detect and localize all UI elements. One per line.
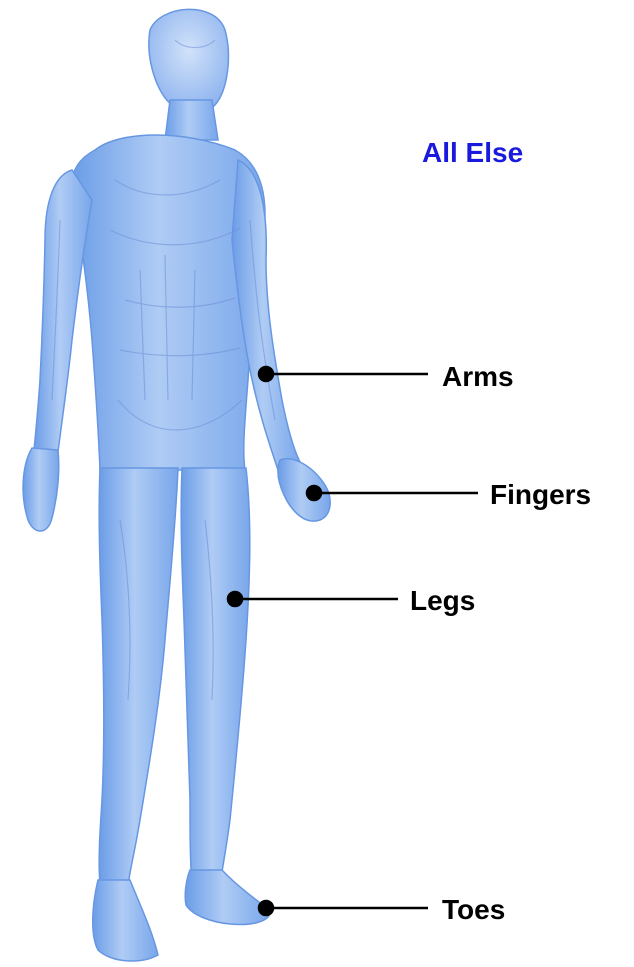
- toes-callout-dot: [259, 901, 273, 915]
- legs-callout-dot: [228, 592, 242, 606]
- left-arm-shape: [34, 170, 92, 452]
- left-foot-shape: [93, 880, 158, 961]
- callouts: [228, 367, 478, 915]
- toes-label: Toes: [442, 894, 505, 926]
- arms-label: Arms: [442, 361, 514, 393]
- legs-label: Legs: [410, 585, 475, 617]
- right-foot-shape: [185, 870, 270, 924]
- head-shape: [149, 9, 229, 112]
- right-hand-shape: [278, 459, 330, 521]
- right-leg-shape: [181, 468, 250, 885]
- arms-callout-dot: [259, 367, 273, 381]
- human-body: [23, 9, 330, 961]
- fingers-label: Fingers: [490, 479, 591, 511]
- fingers-callout-dot: [307, 486, 321, 500]
- left-leg-shape: [99, 468, 178, 885]
- left-hand-shape: [23, 448, 59, 531]
- neck-shape: [165, 100, 218, 140]
- all-else-label: All Else: [422, 137, 523, 169]
